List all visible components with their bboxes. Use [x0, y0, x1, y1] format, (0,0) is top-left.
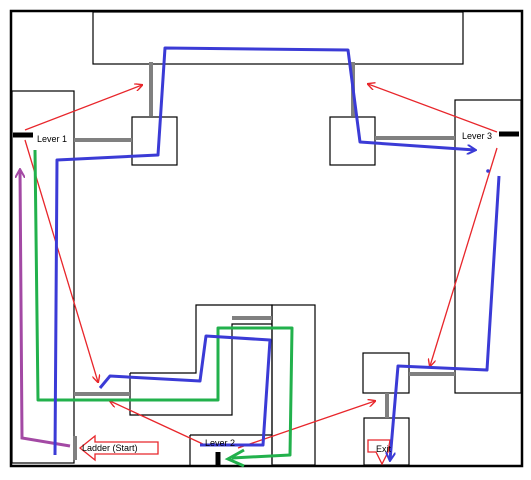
bridges: [73, 62, 455, 460]
blue-path-right-descent: [390, 175, 501, 460]
outer-wall: [9, 9, 524, 468]
arrow-lever3-to-upper-bridge: [368, 84, 498, 133]
lever1-platform-block: [131, 116, 178, 166]
arrow-lever3-to-exit-bridge: [430, 147, 498, 366]
lever3-platform-block: [329, 116, 376, 166]
lever-markers: [13, 131, 519, 466]
arrow-lever1-to-lower-bridge: [24, 139, 98, 382]
label-lever3: Lever 3: [462, 131, 492, 141]
exit-arrow: [367, 439, 391, 466]
purple-ladder-path: [20, 170, 71, 448]
blue-path-dot: [486, 169, 490, 173]
green-path: [33, 149, 294, 460]
red-arrows: [24, 84, 498, 449]
arrow-lever2-to-exit-bridge: [237, 401, 375, 449]
green-path-arrowhead: [224, 448, 245, 468]
exit-upper-block: [362, 352, 410, 394]
exit-room: [363, 417, 410, 466]
label-lever1: Lever 1: [37, 134, 67, 144]
arrow-lever1-to-upper-bridge: [24, 85, 142, 131]
blue-path-lower-loop: [98, 334, 272, 447]
ladder-start-arrow: [78, 434, 159, 462]
right-column: [454, 99, 522, 394]
arrow-lever2-to-lower-bridge: [110, 401, 206, 446]
right-lower-tower: [271, 304, 316, 466]
label-ladder-start: Ladder (Start): [82, 443, 138, 453]
ceiling-block: [92, 11, 464, 65]
blue-path-upper: [53, 46, 475, 456]
left-column: [11, 90, 75, 464]
label-lever2: Lever 2: [205, 438, 235, 448]
label-exit: Exit: [376, 444, 392, 454]
